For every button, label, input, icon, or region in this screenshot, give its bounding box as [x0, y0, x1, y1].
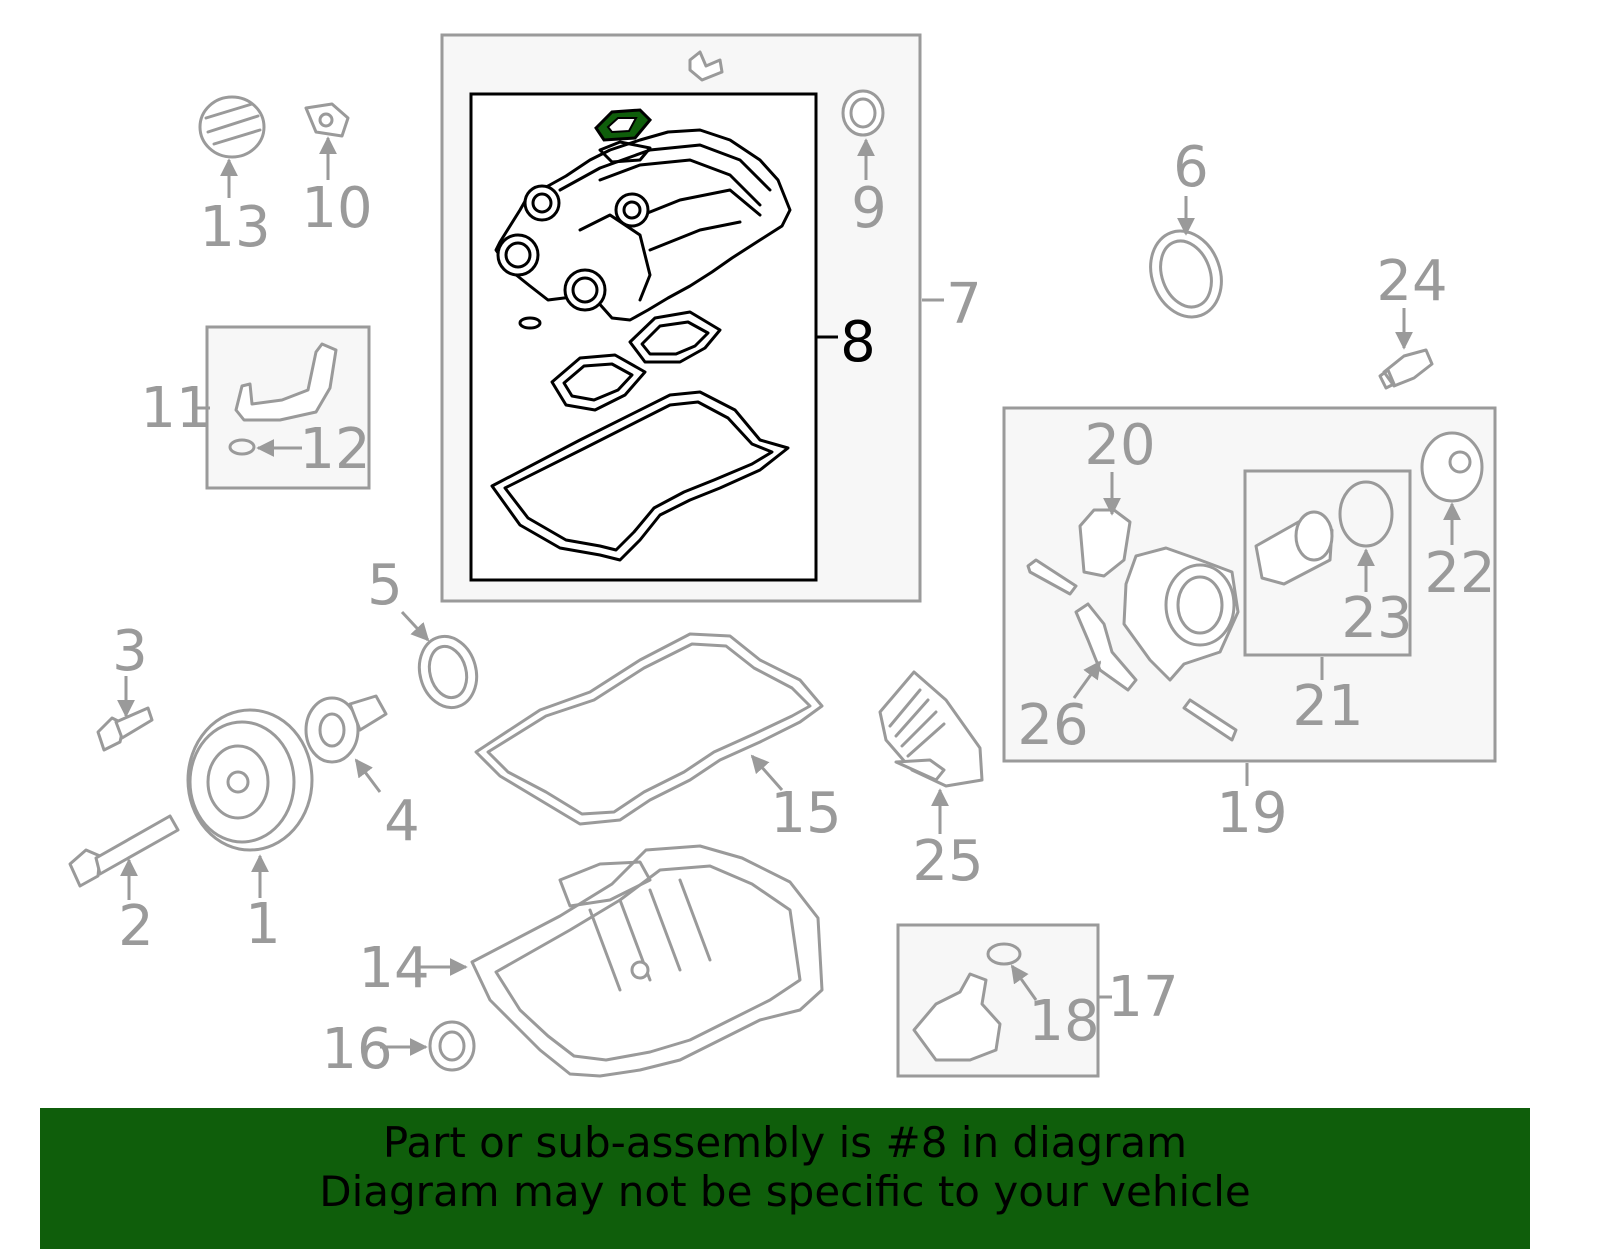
bolt-2[interactable]	[68, 814, 180, 888]
drain-plug[interactable]	[428, 1020, 476, 1072]
sensor-24[interactable]	[1378, 348, 1434, 390]
oil-filter[interactable]	[1254, 480, 1394, 586]
oil-pan[interactable]	[470, 844, 824, 1078]
oil-level-sensor[interactable]	[912, 942, 1022, 1062]
seal-6[interactable]	[1139, 221, 1233, 327]
banner-line-part: Part or sub-assembly is #8 in diagram	[382, 1118, 1188, 1167]
info-banner: Part or sub-assembly is #8 in diagram Di…	[40, 1108, 1530, 1249]
callout-22: 22	[1424, 541, 1495, 606]
valve-cover-assembly[interactable]	[490, 108, 792, 562]
filter-cap-22[interactable]	[1420, 431, 1484, 503]
callout-5: 5	[367, 553, 403, 618]
valve-cover-gasket	[490, 390, 790, 562]
callout-4: 4	[384, 789, 420, 854]
callout-25: 25	[912, 829, 983, 894]
banner-line-disclaimer: Diagram may not be specific to your vehi…	[319, 1167, 1251, 1216]
callout-15: 15	[770, 781, 841, 846]
callout-8[interactable]: 8	[840, 310, 876, 375]
callout-7: 7	[946, 272, 982, 337]
callout-20: 20	[1084, 413, 1155, 478]
breather-hose[interactable]	[228, 342, 338, 456]
callout-19: 19	[1216, 781, 1287, 846]
callout-3: 3	[112, 619, 148, 684]
oil-filter-housing[interactable]	[1026, 508, 1240, 742]
bolt-3[interactable]	[96, 706, 154, 752]
callout-13: 13	[199, 195, 270, 260]
oil-cooler[interactable]	[878, 670, 984, 788]
callout-24: 24	[1376, 249, 1447, 314]
callout-14: 14	[358, 936, 429, 1001]
callout-16: 16	[321, 1017, 392, 1082]
gasket-10[interactable]	[304, 102, 350, 138]
gasket-small-right	[628, 310, 722, 364]
callout-23: 23	[1341, 586, 1412, 651]
callout-6: 6	[1173, 135, 1209, 200]
callout-11: 11	[140, 376, 211, 441]
callout-10: 10	[301, 176, 372, 241]
callout-2: 2	[118, 894, 154, 959]
seal-9[interactable]	[841, 89, 885, 137]
callout-26: 26	[1017, 693, 1088, 758]
callout-12: 12	[299, 417, 370, 482]
callout-9: 9	[851, 176, 887, 241]
small-o-ring	[518, 316, 542, 330]
damper-4[interactable]	[304, 694, 388, 764]
callout-labels: 13 10 9 6 7 8 24 11 12 20 22 23 21 26 19…	[112, 135, 1495, 1082]
oil-pan-gasket[interactable]	[474, 632, 824, 826]
seal-5[interactable]	[412, 630, 485, 714]
callout-18: 18	[1028, 989, 1099, 1054]
clip-part	[688, 50, 724, 82]
crankshaft-pulley[interactable]	[186, 708, 314, 852]
callout-21: 21	[1292, 674, 1363, 739]
leader-lines	[117, 136, 1461, 1056]
callout-17: 17	[1107, 965, 1178, 1030]
oil-filler-cap[interactable]	[198, 95, 266, 159]
callout-1: 1	[245, 892, 281, 957]
